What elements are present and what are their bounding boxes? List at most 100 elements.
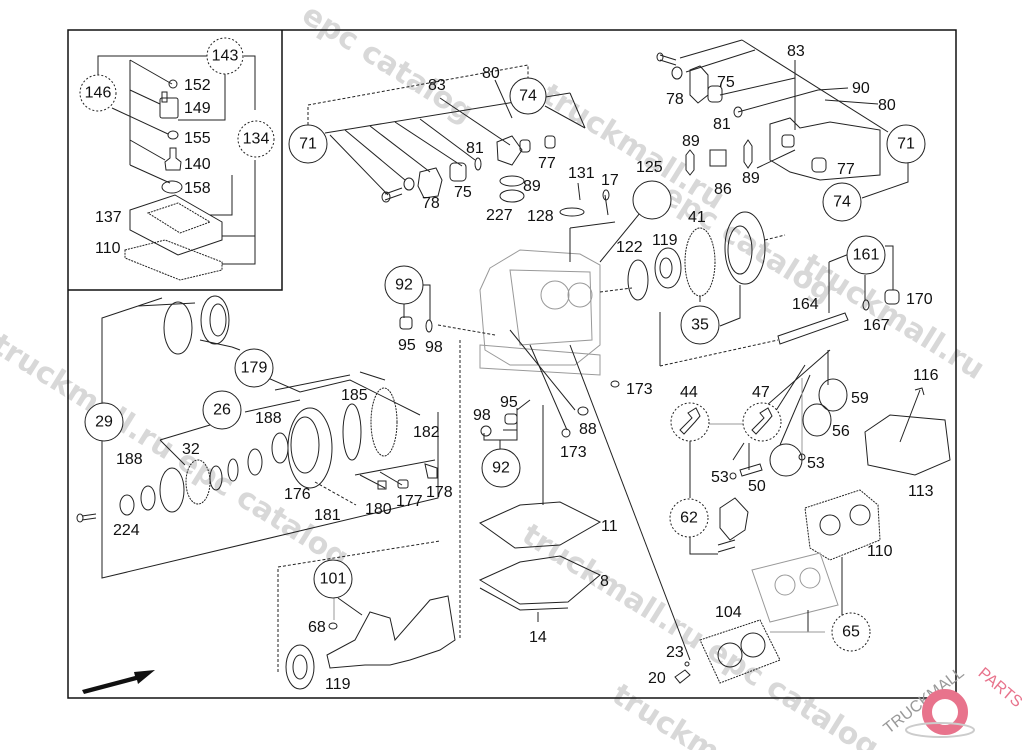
callout-134 — [237, 120, 275, 158]
callout-label: 92 — [395, 277, 413, 294]
logo-text-pink: PARTS — [975, 665, 1024, 711]
oil-pan-group: 92 95 98 88 173 11 8 14 — [473, 329, 691, 661]
callout-label: 44 — [680, 384, 698, 401]
part-label: 81 — [713, 116, 731, 133]
callout-71 — [886, 124, 926, 164]
part-label: 188 — [255, 410, 282, 427]
part-label: 17 — [601, 172, 619, 189]
part-label: 14 — [529, 629, 547, 646]
callout-47 — [742, 402, 782, 442]
part-label: 89 — [742, 170, 760, 187]
callout-26 — [202, 390, 242, 430]
part-label: 20 — [648, 670, 666, 687]
callout-44 — [670, 402, 710, 442]
callout-161 — [846, 235, 886, 275]
part-label: 98 — [473, 407, 491, 424]
part-label: 80 — [482, 65, 500, 82]
logo-swoosh-icon — [905, 722, 975, 738]
inset-frame — [68, 30, 283, 291]
callout-label: 161 — [853, 247, 880, 264]
part-label: 68 — [308, 619, 326, 636]
part-label: 78 — [422, 195, 440, 212]
callout-92 — [481, 448, 521, 488]
part-label: 140 — [184, 156, 211, 173]
truckmall-parts-logo: TRUCKMALL PARTS — [881, 664, 1024, 738]
crankcase-block: 125 92 35 161 122 119 41 164 167 170 95 … — [384, 159, 933, 640]
part-label: 110 — [95, 240, 121, 257]
callout-label: 92 — [492, 460, 510, 477]
part-label: 224 — [113, 522, 140, 539]
part-label: 50 — [748, 478, 766, 495]
diagram-frame — [67, 29, 957, 699]
part-label: 149 — [184, 100, 211, 117]
part-label: 116 — [913, 367, 939, 384]
logo-gear-icon — [922, 689, 968, 735]
valve-group-right: 71 74 83 90 80 75 78 81 89 86 89 77 — [656, 39, 926, 222]
watermark-text: epc catalog — [656, 177, 840, 310]
part-label: 88 — [579, 421, 597, 438]
part-label: 185 — [341, 387, 368, 404]
callout-146 — [79, 74, 117, 112]
callout-label: 143 — [212, 48, 239, 65]
cover-seal-group: 179 26 29 185 182 188 176 177 178 180 18… — [76, 295, 453, 579]
part-label: 113 — [908, 483, 934, 500]
part-label: 181 — [314, 507, 341, 524]
callout-74 — [822, 182, 862, 222]
part-label: 95 — [500, 394, 518, 411]
part-label: 170 — [906, 291, 933, 308]
part-label: 83 — [428, 77, 446, 94]
part-label: 110 — [867, 543, 893, 560]
callout-74 — [509, 77, 547, 115]
part-label: 180 — [365, 501, 392, 518]
part-label: 131 — [568, 165, 595, 182]
part-label: 41 — [688, 209, 706, 226]
part-label: 158 — [184, 180, 211, 197]
part-label: 122 — [616, 239, 643, 256]
callout-label: 74 — [833, 194, 851, 211]
part-label: 173 — [626, 381, 653, 398]
part-label: 119 — [652, 232, 678, 249]
part-label: 53 — [711, 469, 729, 486]
part-label: 75 — [454, 184, 472, 201]
callout-71 — [288, 124, 328, 164]
callout-35 — [680, 305, 720, 345]
callout-label: 134 — [243, 131, 270, 148]
callout-125 — [632, 180, 672, 220]
watermark-text: truckmall.ru epc catalog — [516, 517, 885, 750]
callout-label: 62 — [680, 510, 698, 527]
callout-179 — [234, 348, 274, 388]
callout-label: 29 — [95, 414, 113, 431]
part-label: 59 — [851, 390, 869, 407]
crankshaft-group: 101 68 119 — [277, 540, 456, 693]
callout-29 — [84, 402, 124, 442]
part-label: 86 — [714, 181, 732, 198]
part-label: 104 — [715, 604, 742, 621]
callout-label: 35 — [691, 317, 709, 334]
callout-101 — [831, 612, 871, 652]
callout-65 — [313, 559, 353, 599]
callout-label: 146 — [85, 85, 112, 102]
part-label: 80 — [878, 97, 896, 114]
callout-label: 71 — [897, 136, 915, 153]
watermark-text: epc catalog — [296, 0, 480, 130]
callout-label: 101 — [320, 571, 347, 588]
part-label: 167 — [863, 317, 890, 334]
inset-group: 143 146 134 152 149 155 140 158 137 110 — [79, 37, 275, 281]
part-label: 89 — [682, 133, 700, 150]
callout-label: 65 — [842, 624, 860, 641]
part-label: 81 — [466, 140, 484, 157]
part-label: 178 — [426, 484, 453, 501]
part-label: 83 — [787, 43, 805, 60]
part-label: 23 — [666, 644, 684, 661]
callout-label: 71 — [299, 136, 317, 153]
part-label: 89 — [523, 178, 541, 195]
part-label: 90 — [852, 80, 870, 97]
watermark-text: truckmall.ru epc catalog — [0, 327, 355, 576]
part-label: 11 — [601, 518, 618, 535]
part-label: 137 — [95, 209, 122, 226]
part-label: 8 — [600, 573, 609, 590]
callout-label: 125 — [636, 159, 663, 176]
piston-head-group: 44 47 62 65 59 56 53 53 50 116 113 110 1… — [648, 349, 951, 687]
part-label: 176 — [284, 486, 311, 503]
